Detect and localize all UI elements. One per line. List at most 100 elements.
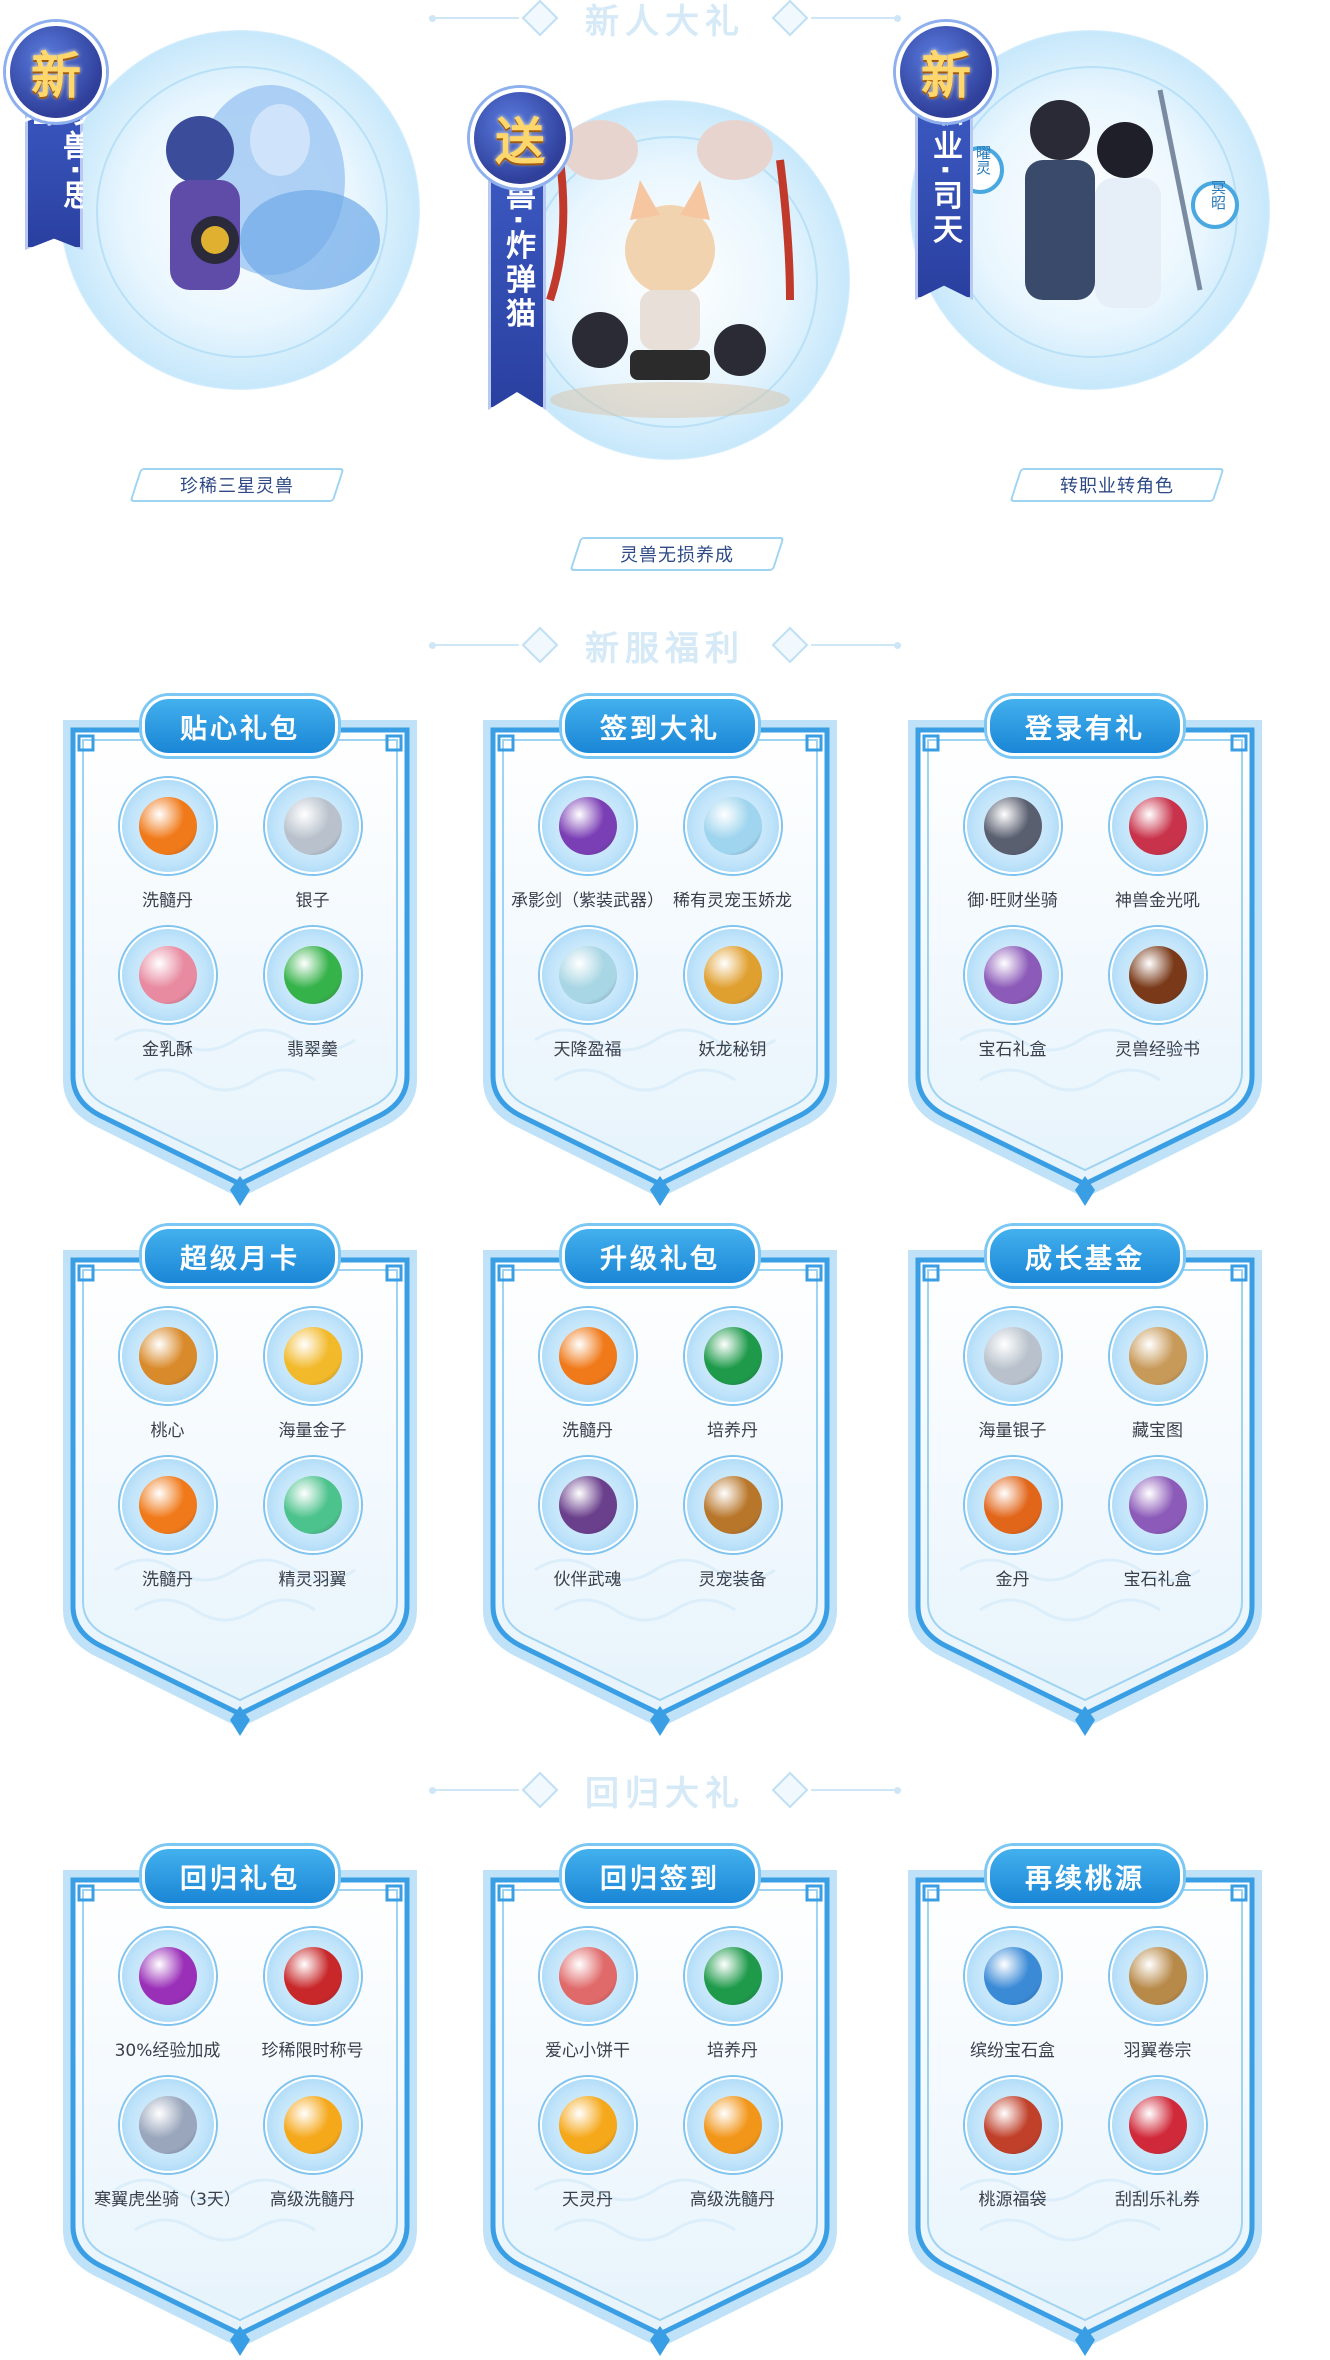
reward-name: 翡翠羹 xyxy=(287,1040,338,1060)
golden-orb-icon xyxy=(283,2096,342,2154)
reward-item[interactable]: 金丹 xyxy=(940,1457,1085,1590)
reward-icon-frame xyxy=(964,1308,1061,1404)
new-badge: 新 xyxy=(6,22,106,122)
hero-portrait-bomb-cat[interactable] xyxy=(490,100,850,460)
reward-icon-frame xyxy=(119,778,216,874)
reward-icon-frame xyxy=(264,1308,361,1404)
card-title: 签到大礼 xyxy=(562,696,758,756)
reward-icon-frame xyxy=(684,2077,781,2173)
reward-icon-frame xyxy=(119,1928,216,2024)
reward-item[interactable]: 天降盈福 xyxy=(515,927,660,1060)
reward-name: 寒翼虎坐骑（3天） xyxy=(94,2190,241,2210)
reward-icon-frame xyxy=(1109,1457,1206,1553)
reward-name: 桃心 xyxy=(150,1421,185,1441)
reward-icon-frame xyxy=(119,1308,216,1404)
reward-icon-frame xyxy=(684,1928,781,2024)
reward-item[interactable]: 桃心 xyxy=(95,1308,240,1441)
reward-name: 宝石礼盒 xyxy=(978,1040,1047,1060)
reward-item[interactable]: 承影剑（紫装武器） xyxy=(511,778,664,911)
reward-item[interactable]: 银子 xyxy=(240,778,385,911)
reward-item[interactable]: 海量银子 xyxy=(940,1308,1085,1441)
reward-card: 升级礼包洗髓丹培养丹伙伴武魂灵宠装备 xyxy=(475,1220,845,1740)
reward-item[interactable]: 宝石礼盒 xyxy=(940,927,1085,1060)
reward-name: 稀有灵宠玉娇龙 xyxy=(673,891,792,911)
reward-icon-frame xyxy=(684,1308,781,1404)
silver-ingot-icon xyxy=(983,1327,1042,1385)
golden-pouch-icon xyxy=(1128,797,1187,855)
green-orb-icon xyxy=(703,1327,762,1385)
reward-grid: 洗髓丹培养丹伙伴武魂灵宠装备 xyxy=(515,1308,805,1590)
card-title: 超级月卡 xyxy=(142,1226,338,1286)
reward-name: 天降盈福 xyxy=(553,1040,622,1060)
reward-name: 培养丹 xyxy=(707,2041,758,2061)
reward-item[interactable]: 伙伴武魂 xyxy=(515,1457,660,1590)
reward-icon-frame xyxy=(264,2077,361,2173)
reward-name: 高级洗髓丹 xyxy=(270,2190,355,2210)
reward-item[interactable]: 天灵丹 xyxy=(515,2077,660,2210)
reward-icon-frame xyxy=(964,927,1061,1023)
reward-grid: 承影剑（紫装武器） 稀有灵宠玉娇龙天降盈福 妖龙秘钥 xyxy=(511,778,805,1060)
reward-item[interactable]: 爱心小饼干 xyxy=(515,1928,660,2061)
lucky-bag-icon xyxy=(983,2096,1042,2154)
reward-item[interactable]: 灵兽经验书 xyxy=(1085,927,1230,1060)
gold-ingots-icon xyxy=(283,1327,342,1385)
reward-item[interactable]: 稀有灵宠玉娇龙 xyxy=(660,778,805,911)
reward-item[interactable]: 培养丹 xyxy=(660,1308,805,1441)
reward-item[interactable]: 洗髓丹 xyxy=(515,1308,660,1441)
reward-icon-frame xyxy=(119,1457,216,1553)
card-title: 再续桃源 xyxy=(987,1846,1183,1906)
reward-item[interactable]: 妖龙秘钥 xyxy=(660,927,805,1060)
reward-item[interactable]: 高级洗髓丹 xyxy=(660,2077,805,2210)
reward-item[interactable]: 灵宠装备 xyxy=(660,1457,805,1590)
reward-name: 天灵丹 xyxy=(562,2190,613,2210)
reward-icon-frame xyxy=(964,1457,1061,1553)
gem-box-icon xyxy=(983,946,1042,1004)
treasure-map-icon xyxy=(1128,1327,1187,1385)
reward-name: 银子 xyxy=(295,891,330,911)
reward-item[interactable]: 30%经验加成 xyxy=(95,1928,240,2061)
orange-orb-icon xyxy=(138,1476,197,1534)
hero-tag-siyao: 珍稀三星灵兽 xyxy=(129,468,345,502)
reward-icon-frame xyxy=(1109,927,1206,1023)
badge-text: 新 xyxy=(921,47,971,105)
white-tiger-mount-icon xyxy=(138,2096,197,2154)
reward-card: 签到大礼承影剑（紫装武器） 稀有灵宠玉娇龙天降盈福 妖龙秘钥 xyxy=(475,690,845,1210)
hero-portrait-siyao[interactable] xyxy=(60,30,420,390)
reward-item[interactable]: 海量金子 xyxy=(240,1308,385,1441)
hero-sub-right: 冥昭 xyxy=(1209,180,1227,210)
reward-item[interactable]: 寒翼虎坐骑（3天） xyxy=(94,2077,241,2210)
reward-item[interactable]: 高级洗髓丹 xyxy=(240,2077,385,2210)
reward-item[interactable]: 宝石礼盒 xyxy=(1085,1457,1230,1590)
card-title: 成长基金 xyxy=(987,1226,1183,1286)
reward-item[interactable]: 洗髓丹 xyxy=(95,778,240,911)
reward-item[interactable]: 培养丹 xyxy=(660,1928,805,2061)
reward-name: 宝石礼盒 xyxy=(1123,1570,1192,1590)
reward-item[interactable]: 神兽金光吼 xyxy=(1085,778,1230,911)
reward-item[interactable]: 金乳酥 xyxy=(95,927,240,1060)
reward-item[interactable]: 珍稀限时称号 xyxy=(240,1928,385,2061)
reward-item[interactable]: 桃源福袋 xyxy=(940,2077,1085,2210)
hero-tag-sitian: 转职业转角色 xyxy=(1009,468,1225,502)
card-title: 回归礼包 xyxy=(142,1846,338,1906)
partner-portrait-icon xyxy=(558,1476,617,1534)
reward-item[interactable]: 羽翼卷宗 xyxy=(1085,1928,1230,2061)
reward-item[interactable]: 缤纷宝石盒 xyxy=(940,1928,1085,2061)
reward-icon-frame xyxy=(964,2077,1061,2173)
reward-item[interactable]: 洗髓丹 xyxy=(95,1457,240,1590)
reward-name: 桃源福袋 xyxy=(978,2190,1047,2210)
reward-card: 再续桃源缤纷宝石盒 羽翼卷宗桃源福袋 刮刮乐礼券 xyxy=(900,1840,1270,2360)
card-title: 升级礼包 xyxy=(562,1226,758,1286)
silver-ingot-icon xyxy=(283,797,342,855)
reward-icon-frame xyxy=(539,927,636,1023)
reward-name: 爱心小饼干 xyxy=(545,2041,630,2061)
reward-icon-frame xyxy=(119,927,216,1023)
reward-name: 承影剑（紫装武器） xyxy=(511,891,664,911)
reward-item[interactable]: 精灵羽翼 xyxy=(240,1457,385,1590)
reward-item[interactable]: 翡翠羹 xyxy=(240,927,385,1060)
reward-item[interactable]: 御·旺财坐骑 xyxy=(940,778,1085,911)
reward-name: 缤纷宝石盒 xyxy=(970,2041,1055,2061)
reward-item[interactable]: 刮刮乐礼券 xyxy=(1085,2077,1230,2210)
reward-item[interactable]: 藏宝图 xyxy=(1085,1308,1230,1441)
card-title: 贴心礼包 xyxy=(142,696,338,756)
purple-sword-icon xyxy=(558,797,617,855)
